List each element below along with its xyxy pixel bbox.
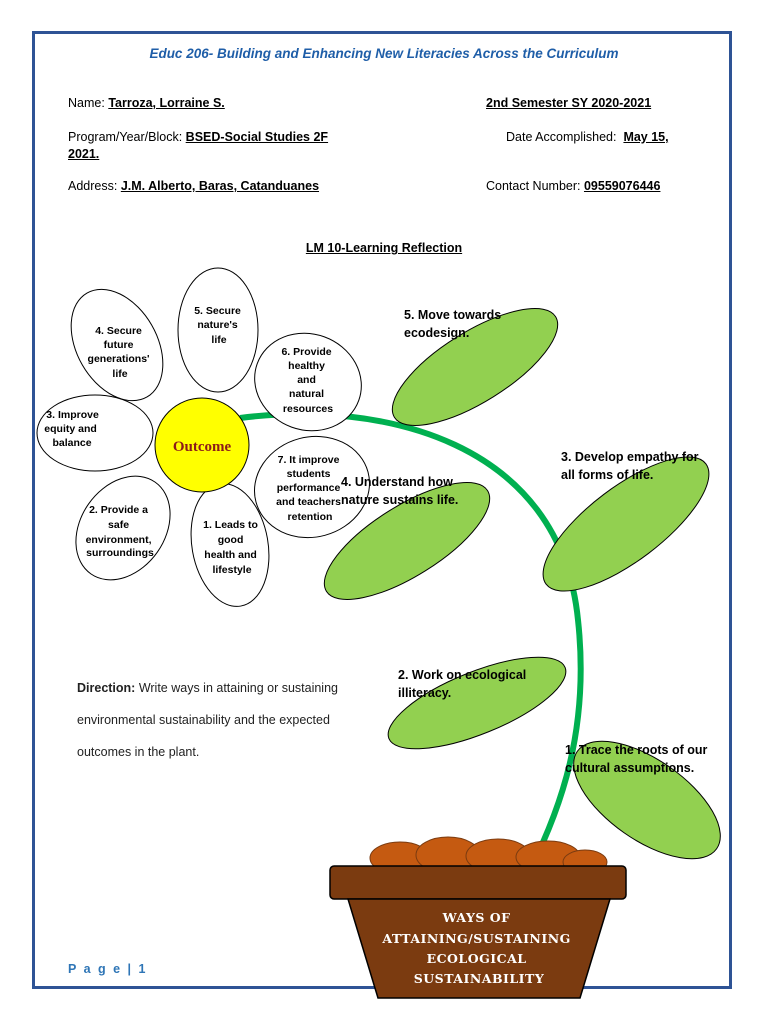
leaf-4 bbox=[323, 482, 491, 600]
direction-label: Direction: bbox=[77, 681, 136, 695]
name-field: Name: Tarroza, Lorraine S. bbox=[68, 96, 225, 110]
petal-4-label: 4. Secure future generations' life bbox=[88, 325, 153, 380]
direction-line-3: outcomes in the plant. bbox=[77, 745, 200, 759]
address-value: J.M. Alberto, Baras, Catanduanes bbox=[120, 179, 320, 193]
course-title: Educ 206- Building and Enhancing New Lit… bbox=[149, 46, 619, 61]
contact-field: Contact Number: 09559076446 bbox=[486, 179, 660, 193]
petal-3-label: 3. Improve equity and balance bbox=[44, 409, 101, 449]
leaf-1-label: 1. Trace the roots of our cultural assum… bbox=[565, 743, 711, 775]
leaf-5 bbox=[391, 308, 559, 426]
petal-7 bbox=[254, 435, 370, 539]
date-label: Date Accomplished: bbox=[506, 130, 617, 144]
petal-4 bbox=[70, 288, 164, 402]
leaf-3 bbox=[542, 456, 710, 592]
reflection-title: LM 10-Learning Reflection bbox=[305, 241, 463, 255]
name-value: Tarroza, Lorraine S. bbox=[108, 96, 225, 110]
page-number: P a g e | 1 bbox=[68, 962, 148, 976]
petal-2 bbox=[75, 475, 171, 581]
pot-rim bbox=[329, 865, 627, 900]
petal-7-label: 7. It improve students performance and t… bbox=[276, 454, 344, 523]
pot-label: WAYS OF ATTAINING/SUSTAINING ECOLOGICAL … bbox=[381, 910, 575, 986]
petal-6-label: 6. Provide healthy and natural resources bbox=[281, 346, 334, 415]
leaf-2-label: 2. Work on ecological illiteracy. bbox=[398, 668, 530, 700]
leaf-5-label: 5. Move towards ecodesign. bbox=[404, 308, 505, 340]
petal-3 bbox=[36, 394, 154, 472]
semester-field: 2nd Semester SY 2020-2021 bbox=[486, 96, 651, 110]
petal-6 bbox=[254, 332, 362, 432]
petal-5 bbox=[177, 267, 259, 393]
semester-value: 2nd Semester SY 2020-2021 bbox=[486, 96, 652, 110]
name-label: Name: bbox=[68, 96, 105, 110]
address-label: Address: bbox=[68, 179, 118, 193]
program-field: Program/Year/Block: BSED-Social Studies … bbox=[68, 130, 328, 144]
flower-center bbox=[154, 397, 250, 493]
direction-line-2: environmental sustainability and the exp… bbox=[77, 713, 330, 727]
leaf-2 bbox=[387, 656, 567, 750]
date-year-field: 2021. bbox=[68, 147, 99, 161]
date-value: May 15, bbox=[623, 130, 669, 144]
date-field: Date Accomplished: May 15, bbox=[506, 130, 669, 144]
flower-center-label: Outcome bbox=[173, 439, 232, 455]
leaf-1 bbox=[573, 740, 721, 860]
direction-line-1: Direction: Write ways in attaining or su… bbox=[77, 681, 377, 695]
address-field: Address: J.M. Alberto, Baras, Catanduane… bbox=[68, 179, 319, 193]
pot-body bbox=[346, 898, 612, 999]
petal-1-label: 1. Leads to good health and lifestyle bbox=[203, 519, 261, 576]
direction-text-1: Write ways in attaining or sustaining bbox=[135, 681, 338, 695]
program-label: Program/Year/Block: bbox=[68, 130, 183, 144]
petal-2-label: 2. Provide a safe environment, surroundi… bbox=[86, 504, 155, 559]
contact-value: 09559076446 bbox=[583, 179, 661, 193]
date-year: 2021. bbox=[68, 147, 100, 161]
leaf-4-label: 4. Understand how nature sustains life. bbox=[341, 475, 458, 507]
program-value: BSED-Social Studies 2F bbox=[185, 130, 329, 144]
contact-label: Contact Number: bbox=[486, 179, 581, 193]
petal-5-label: 5. Secure nature's life bbox=[194, 305, 244, 346]
leaf-3-label: 3. Develop empathy for all forms of life… bbox=[561, 450, 702, 482]
